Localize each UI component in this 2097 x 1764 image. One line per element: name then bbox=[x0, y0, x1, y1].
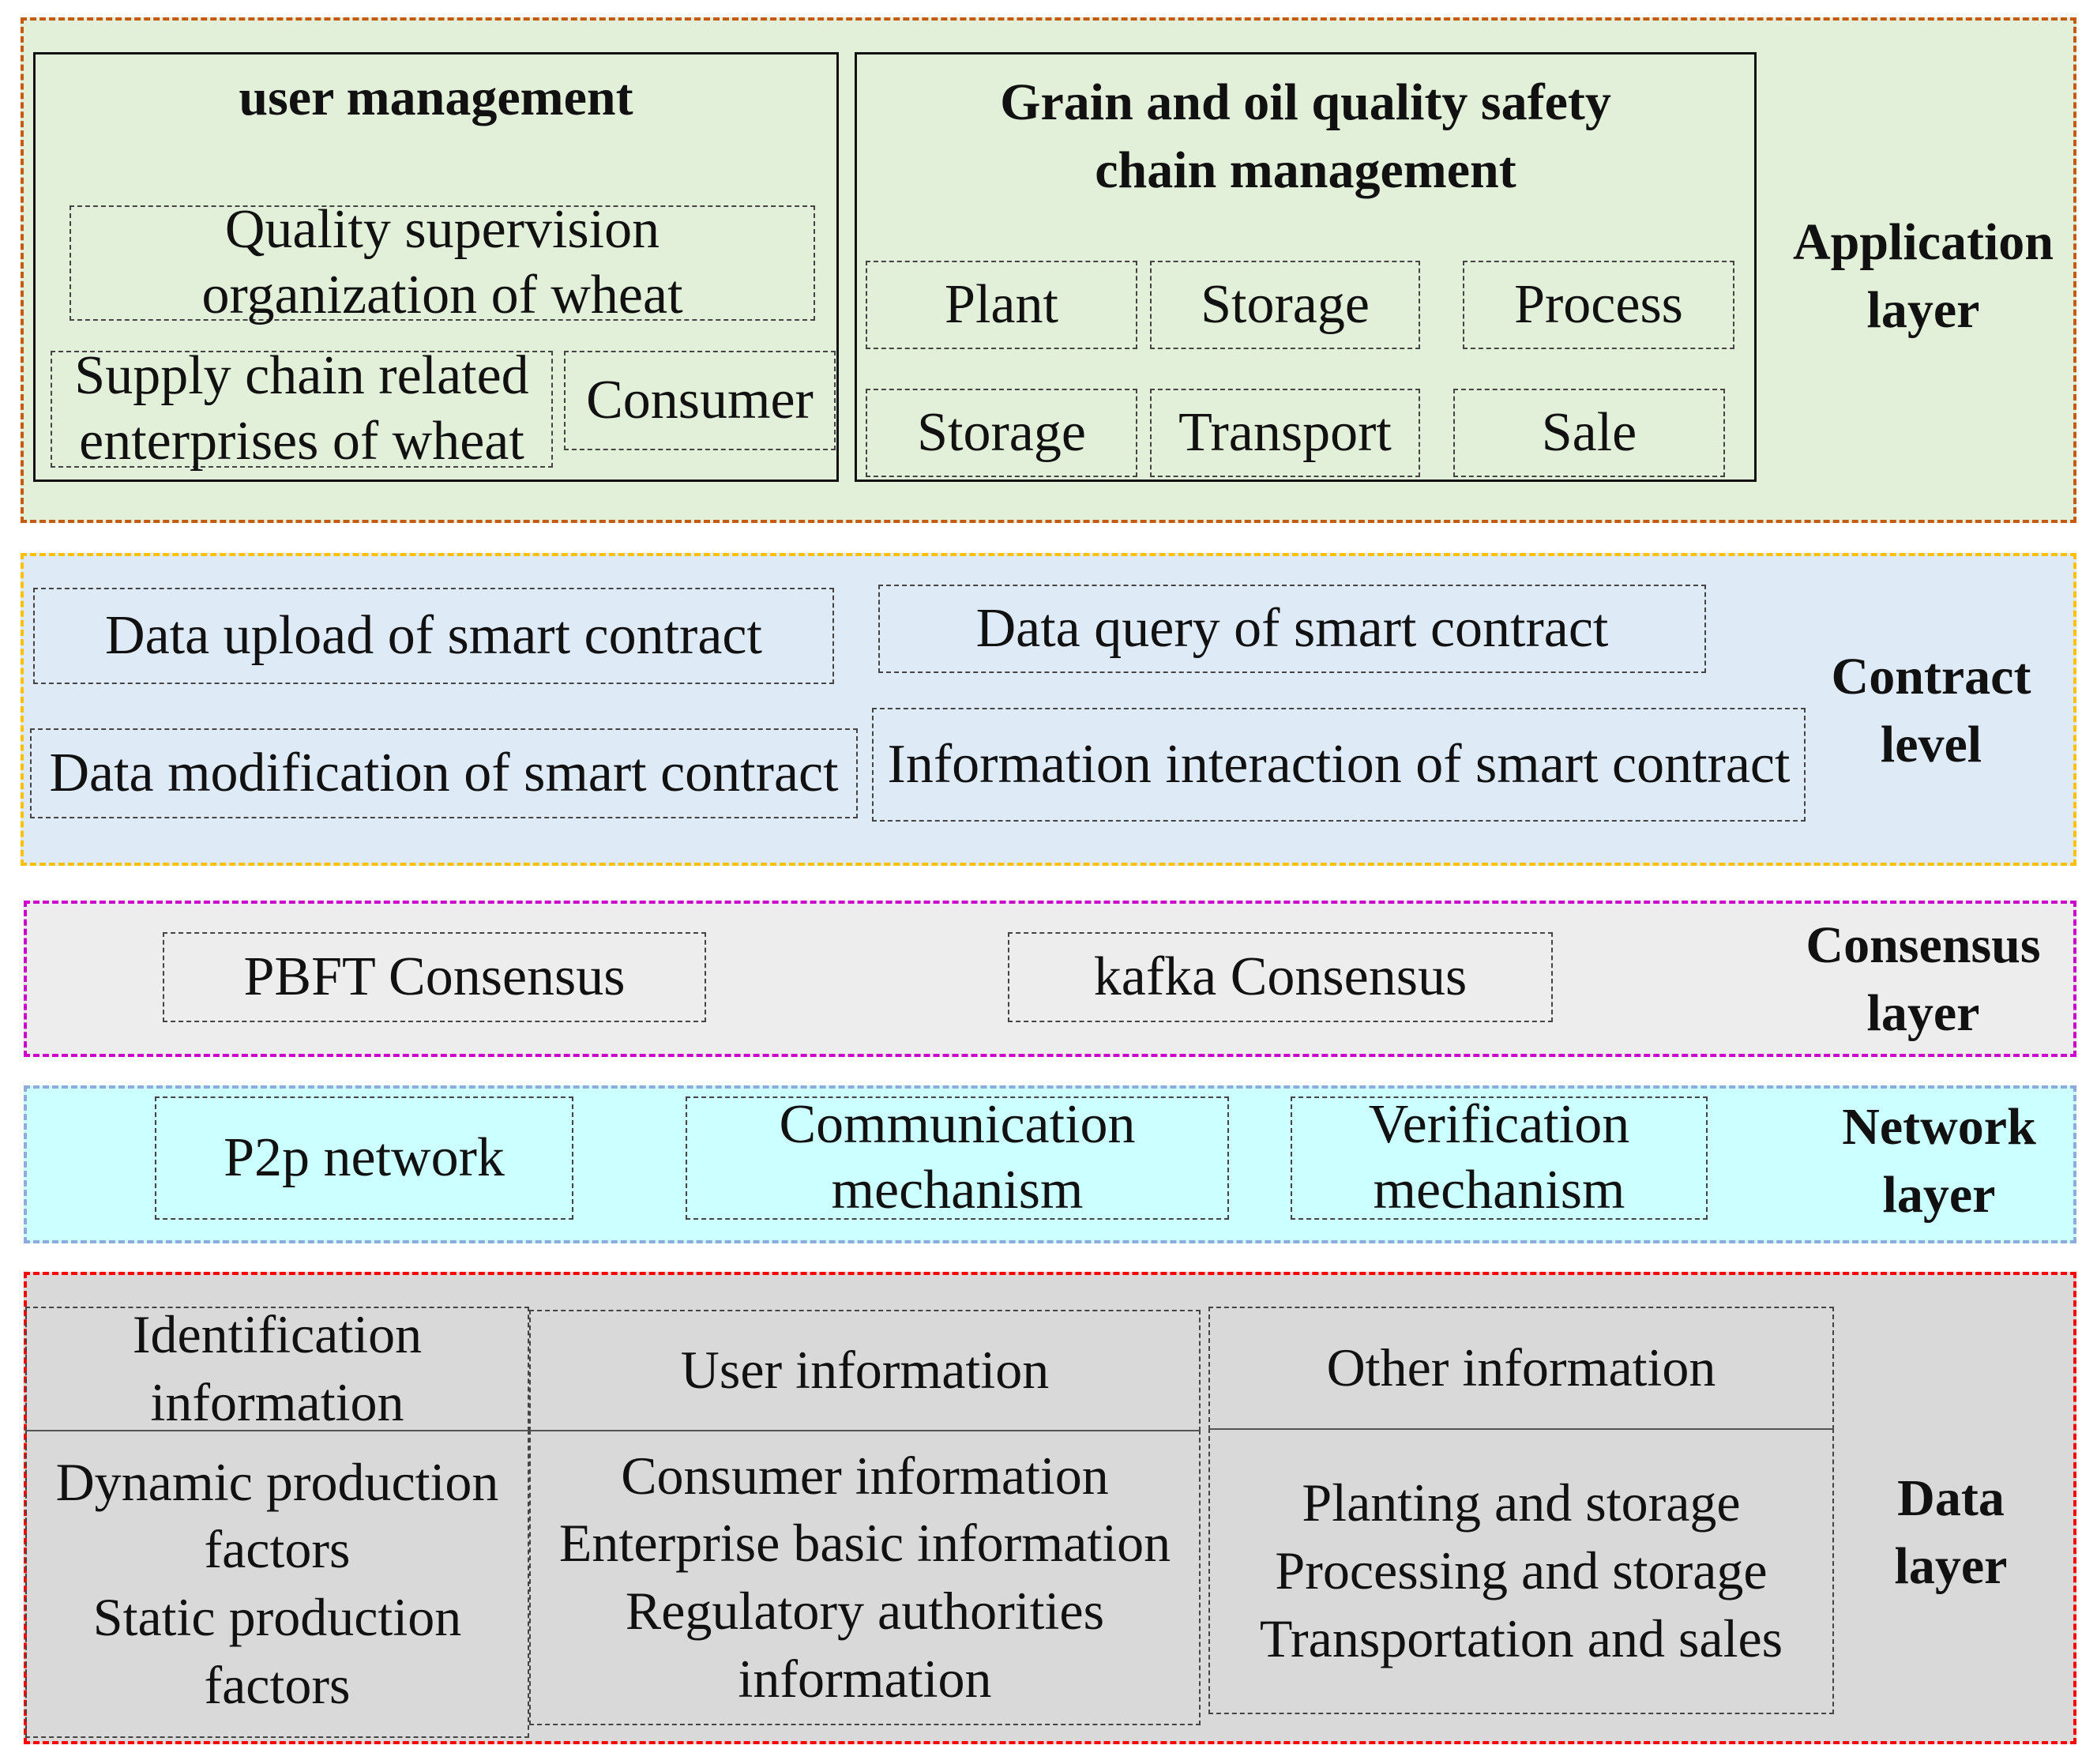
network-layer-label-line2: layer bbox=[1882, 1166, 1996, 1224]
storage-box-2: Storage bbox=[866, 389, 1137, 477]
production-factors-line3: Static production bbox=[92, 1587, 462, 1647]
consensus-layer-label-line1: Consensus bbox=[1806, 916, 2041, 975]
production-factors-line1: Dynamic production bbox=[55, 1451, 499, 1512]
identification-information-header: Identification information bbox=[25, 1304, 529, 1432]
verification-mechanism-box: Verification mechanism bbox=[1291, 1094, 1708, 1221]
other-details-line2: Processing and storage bbox=[1275, 1540, 1768, 1601]
other-details-line1: Planting and storage bbox=[1302, 1473, 1741, 1533]
contract-level-label-line1: Contract bbox=[1831, 648, 2031, 706]
production-factors-cell: Dynamic production factors Static produc… bbox=[25, 1430, 529, 1738]
user-details-line4: information bbox=[738, 1648, 992, 1709]
application-layer-label-line1: Application bbox=[1792, 213, 2054, 272]
consumer-box: Consumer bbox=[564, 351, 836, 450]
user-management-title: user management bbox=[239, 69, 633, 126]
supply-chain-line2: enterprises of wheat bbox=[79, 411, 524, 472]
supply-chain-box: Supply chain related enterprises of whea… bbox=[51, 345, 553, 472]
quality-supervision-line1: Quality supervision bbox=[224, 199, 660, 261]
user-management-panel: user management bbox=[33, 52, 839, 482]
plant-box: Plant bbox=[866, 261, 1137, 349]
other-details-line3: Transportation and sales bbox=[1259, 1608, 1783, 1668]
data-query-box: Data query of smart contract bbox=[878, 585, 1706, 673]
production-factors-line4: factors bbox=[204, 1654, 351, 1715]
user-information-header: User information bbox=[529, 1310, 1201, 1431]
kafka-consensus-box: kafka Consensus bbox=[1008, 932, 1553, 1022]
user-details-line3: Regulatory authorities bbox=[625, 1581, 1105, 1641]
data-upload-box: Data upload of smart contract bbox=[33, 588, 834, 684]
communication-line2: mechanism bbox=[831, 1160, 1084, 1221]
contract-level-label-line2: level bbox=[1880, 716, 1982, 773]
identification-line2: information bbox=[150, 1372, 404, 1432]
verification-line2: mechanism bbox=[1373, 1160, 1625, 1221]
transport-box: Transport bbox=[1150, 389, 1420, 477]
network-layer bbox=[24, 1085, 2076, 1243]
chain-management-title-line1: Grain and oil quality safety bbox=[1000, 73, 1611, 131]
quality-supervision-line2: organization of wheat bbox=[201, 265, 683, 325]
communication-mechanism-box: Communication mechanism bbox=[686, 1094, 1229, 1221]
production-factors-line2: factors bbox=[204, 1519, 351, 1580]
application-layer-label-line2: layer bbox=[1866, 281, 1980, 339]
supply-chain-line1: Supply chain related bbox=[74, 345, 529, 407]
consensus-layer-label-line2: layer bbox=[1866, 984, 1980, 1042]
sale-box: Sale bbox=[1453, 389, 1725, 477]
quality-supervision-box: Quality supervision organization of whea… bbox=[70, 199, 815, 325]
consensus-layer bbox=[24, 901, 2076, 1057]
chain-management-title: Grain and oil quality safety chain manag… bbox=[857, 69, 1754, 205]
network-layer-label-line1: Network bbox=[1842, 1098, 2036, 1157]
user-details-line1: Consumer information bbox=[621, 1445, 1109, 1506]
chain-management-panel: Grain and oil quality safety chain manag… bbox=[855, 52, 1757, 482]
data-layer-label: Data layer bbox=[1864, 1461, 2038, 1604]
contract-level bbox=[21, 553, 2076, 866]
application-layer-label: Application layer bbox=[1777, 205, 2069, 348]
consensus-layer-label: Consensus layer bbox=[1777, 908, 2069, 1051]
data-modification-box: Data modification of smart contract bbox=[30, 728, 858, 818]
user-details-line2: Enterprise basic information bbox=[558, 1513, 1171, 1574]
storage-box-1: Storage bbox=[1150, 261, 1420, 349]
contract-level-label: Contract level bbox=[1809, 640, 2054, 782]
chain-management-title-line2: chain management bbox=[1095, 141, 1516, 199]
other-information-details-cell: Planting and storage Processing and stor… bbox=[1208, 1428, 1834, 1714]
network-layer-label: Network layer bbox=[1793, 1090, 2085, 1232]
data-layer bbox=[24, 1272, 2076, 1744]
user-information-details-cell: Consumer information Enterprise basic in… bbox=[529, 1430, 1201, 1725]
process-box: Process bbox=[1463, 261, 1734, 349]
pbft-consensus-box: PBFT Consensus bbox=[163, 932, 706, 1022]
information-interaction-box: Information interaction of smart contrac… bbox=[872, 708, 1806, 822]
p2p-network-box: P2p network bbox=[155, 1096, 573, 1220]
communication-line1: Communication bbox=[779, 1094, 1136, 1156]
identification-line1: Identification bbox=[132, 1304, 423, 1365]
data-layer-label-line1: Data bbox=[1897, 1469, 2005, 1528]
data-layer-label-line2: layer bbox=[1894, 1537, 2008, 1595]
verification-line1: Verification bbox=[1368, 1094, 1630, 1156]
other-information-header: Other information bbox=[1208, 1307, 1834, 1430]
